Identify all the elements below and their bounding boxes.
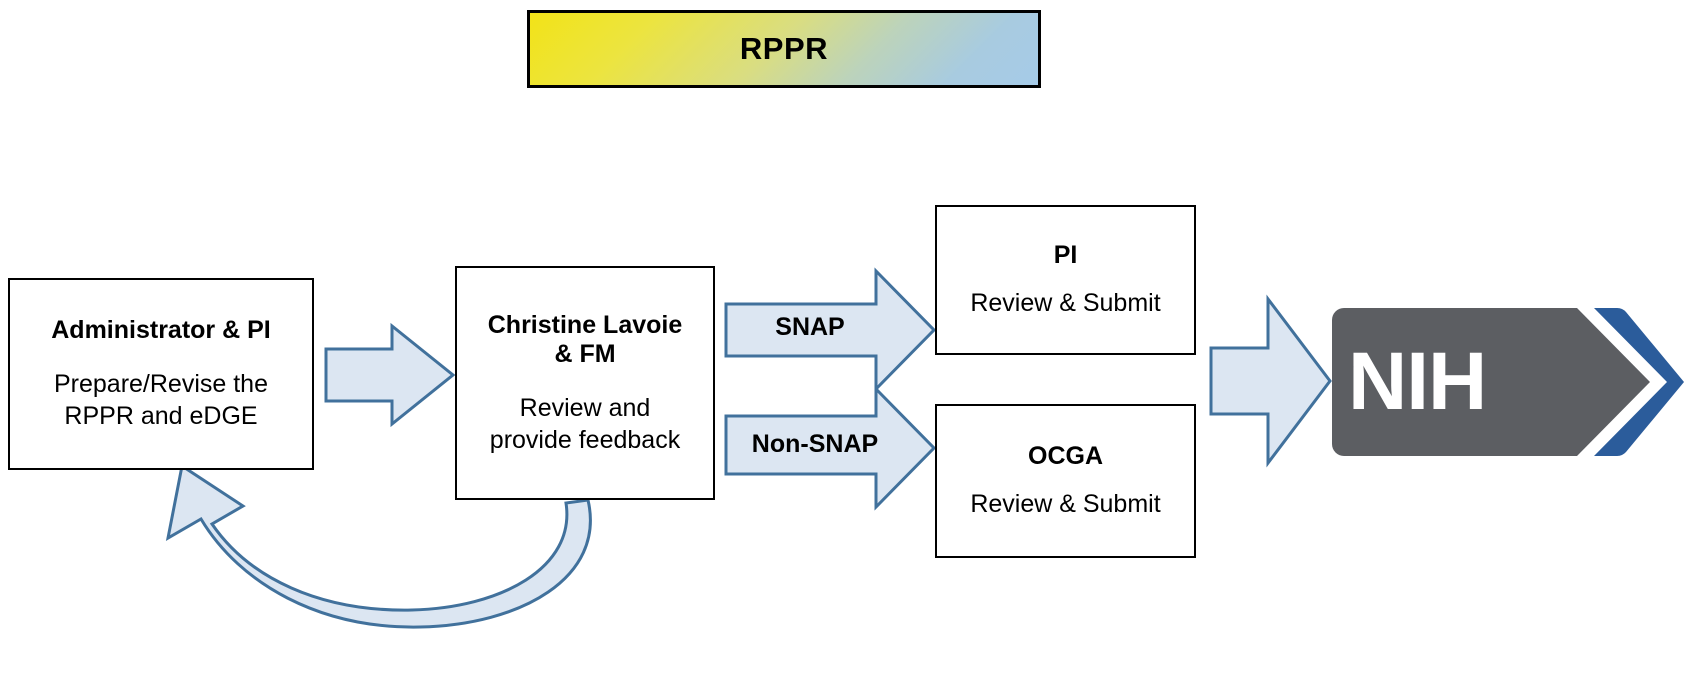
nih-logo-gray-block (1332, 308, 1650, 456)
arrow-admin-to-christine-icon (324, 322, 456, 428)
box-administrator-title: Administrator & PI (51, 316, 271, 345)
box-christine-title-line1: Christine Lavoie (487, 310, 683, 339)
box-administrator-and-pi: Administrator & PI Prepare/Revise the RP… (8, 278, 314, 470)
nih-logo (1332, 308, 1684, 456)
box-pi-body-line1: Review & Submit (970, 288, 1161, 317)
box-administrator-body-line1: Prepare/Revise the (53, 369, 268, 398)
rppr-banner-title: RPPR (739, 31, 829, 66)
box-ocga-title: OCGA (1028, 442, 1103, 471)
box-ocga-body-line1: Review & Submit (970, 489, 1161, 518)
nih-logo-text: NIH (1348, 336, 1487, 427)
box-christine-title-line2: & FM (554, 340, 616, 368)
box-ocga: OCGA Review & Submit (935, 404, 1196, 558)
arrow-to-nih-icon (1209, 294, 1332, 468)
box-administrator-body-line2: RPPR and eDGE (64, 401, 258, 430)
arrow-label-non-snap: Non-SNAP (751, 430, 879, 458)
box-christine-body-line2: provide feedback (489, 425, 681, 454)
rppr-banner: RPPR (527, 10, 1041, 88)
box-christine-body-line1: Review and (519, 393, 651, 422)
box-christine-lavoie-and-fm: Christine Lavoie & FM Review and provide… (455, 266, 715, 500)
box-pi: PI Review & Submit (935, 205, 1196, 355)
arrow-label-snap: SNAP (775, 313, 845, 341)
nih-logo-blue-chevron (1594, 308, 1684, 456)
box-pi-title: PI (1053, 241, 1078, 270)
